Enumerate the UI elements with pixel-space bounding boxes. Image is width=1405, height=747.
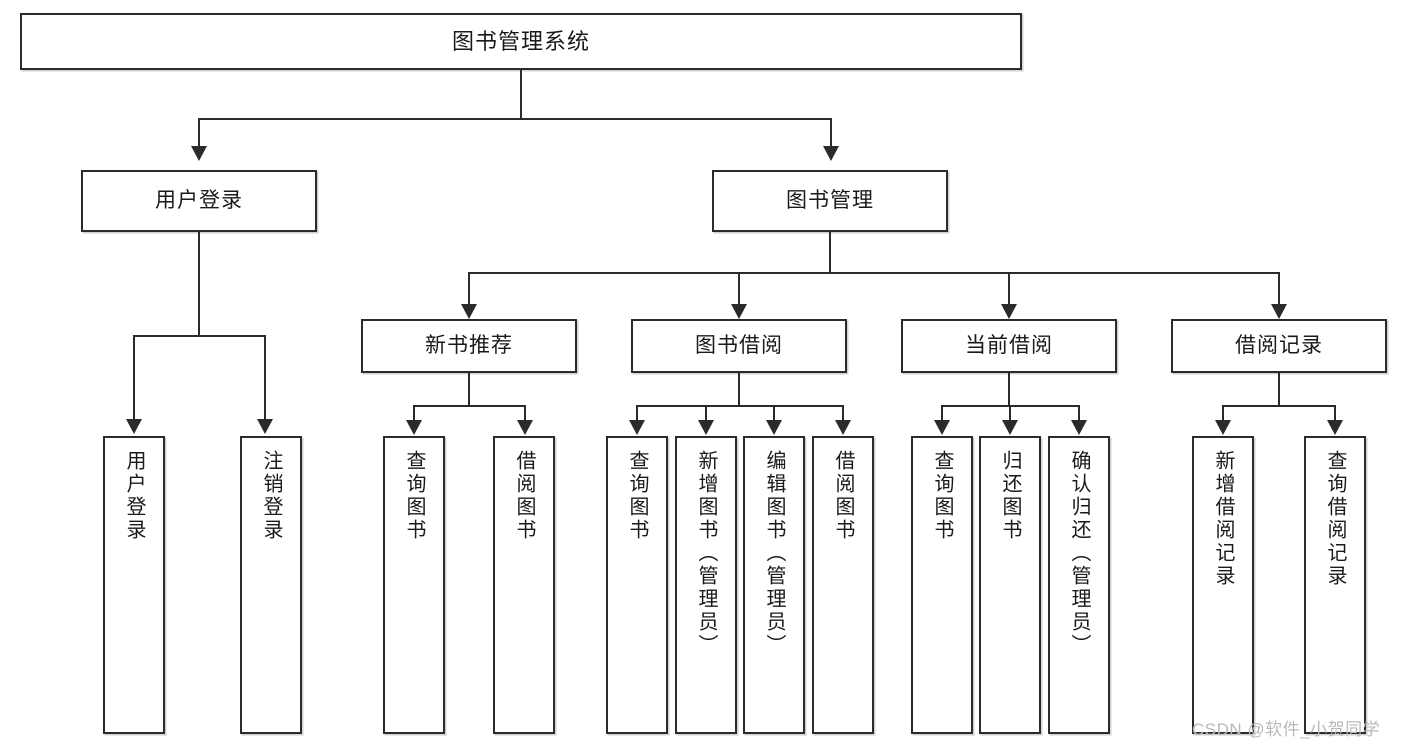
arrowhead-book-borrow-leaf-4 — [835, 420, 851, 435]
connector-borrow-record-leaf-2 — [1334, 405, 1336, 422]
leaf-return-book[interactable]: 归还图书 — [979, 436, 1041, 734]
connector-borrow-record-leaf-1 — [1222, 405, 1224, 422]
leaf-add-book-admin[interactable]: 新增图书（管理员） — [675, 436, 737, 734]
connector-book-borrow-leaf-3 — [773, 405, 775, 422]
arrowhead-current-borrow-leaf-1 — [934, 420, 950, 435]
node-label: 新增借阅记录 — [1212, 450, 1234, 588]
arrowhead-borrow-record-leaf-1 — [1215, 420, 1231, 435]
connector-new-book-stem — [468, 373, 470, 407]
node-label: 用户登录 — [155, 188, 243, 212]
connector-book-mgmt-to-new-book — [468, 272, 470, 306]
leaf-edit-book-admin[interactable]: 编辑图书（管理员） — [743, 436, 805, 734]
connector-book-mgmt-to-record — [1278, 272, 1280, 306]
node-label: 新书推荐 — [425, 333, 513, 357]
node-label: 查询图书 — [403, 450, 425, 542]
connector-book-mgmt-to-borrow — [738, 272, 740, 306]
leaf-borrow-book-recommend[interactable]: 借阅图书 — [493, 436, 555, 734]
connector-current-borrow-leaf-2 — [1009, 405, 1011, 422]
node-label: 查询图书 — [931, 450, 953, 542]
connector-root-bar — [198, 118, 832, 120]
node-label: 确认归还（管理员） — [1068, 450, 1090, 657]
connector-new-book-leaf-1 — [413, 405, 415, 422]
arrowhead-new-book-leaf-1 — [406, 420, 422, 435]
leaf-add-borrow-record[interactable]: 新增借阅记录 — [1192, 436, 1254, 734]
connector-user-login-leaf-2 — [264, 335, 266, 421]
arrowhead-current — [1001, 304, 1017, 319]
connector-user-login-leaf-1 — [133, 335, 135, 421]
node-label: 归还图书 — [999, 450, 1021, 542]
node-label: 查询图书 — [626, 450, 648, 542]
arrowhead-new-book — [461, 304, 477, 319]
node-label: 图书借阅 — [695, 333, 783, 357]
leaf-query-book-current[interactable]: 查询图书 — [911, 436, 973, 734]
node-label: 借阅图书 — [832, 450, 854, 542]
connector-borrow-record-stem — [1278, 373, 1280, 407]
connector-current-borrow-leaf-1 — [941, 405, 943, 422]
csdn-watermark: CSDN @软件_小贺同学 — [1192, 720, 1381, 739]
arrowhead-borrow — [731, 304, 747, 319]
connector-new-book-bar — [413, 405, 526, 407]
node-book-management[interactable]: 图书管理 — [712, 170, 948, 232]
connector-root-to-book-mgmt — [830, 118, 832, 148]
connector-book-mgmt-bar — [468, 272, 1280, 274]
leaf-confirm-return-admin[interactable]: 确认归还（管理员） — [1048, 436, 1110, 734]
connector-root-to-user-login — [198, 118, 200, 148]
node-current-borrow[interactable]: 当前借阅 — [901, 319, 1117, 373]
arrowhead-book-borrow-leaf-2 — [698, 420, 714, 435]
arrowhead-leaf-logout — [257, 419, 273, 434]
node-root-system[interactable]: 图书管理系统 — [20, 13, 1022, 70]
leaf-logout[interactable]: 注销登录 — [240, 436, 302, 734]
arrowhead-current-borrow-leaf-2 — [1002, 420, 1018, 435]
node-label: 当前借阅 — [965, 333, 1053, 357]
arrowhead-book-borrow-leaf-1 — [629, 420, 645, 435]
leaf-query-borrow-record[interactable]: 查询借阅记录 — [1304, 436, 1366, 734]
node-label: 用户登录 — [123, 450, 145, 542]
connector-book-borrow-leaf-1 — [636, 405, 638, 422]
leaf-borrow-book[interactable]: 借阅图书 — [812, 436, 874, 734]
node-borrow-record[interactable]: 借阅记录 — [1171, 319, 1387, 373]
node-label: 查询借阅记录 — [1324, 450, 1346, 588]
connector-book-borrow-leaf-4 — [842, 405, 844, 422]
arrowhead-borrow-record-leaf-2 — [1327, 420, 1343, 435]
connector-user-login-bar — [133, 335, 266, 337]
arrowhead-current-borrow-leaf-3 — [1071, 420, 1087, 435]
node-label: 借阅记录 — [1235, 333, 1323, 357]
connector-current-borrow-stem — [1008, 373, 1010, 407]
leaf-query-book-borrow[interactable]: 查询图书 — [606, 436, 668, 734]
connector-book-mgmt-to-current — [1008, 272, 1010, 306]
arrowhead-record — [1271, 304, 1287, 319]
connector-user-login-stem — [198, 232, 200, 336]
arrowhead-new-book-leaf-2 — [517, 420, 533, 435]
connector-book-mgmt-stem — [829, 232, 831, 274]
arrowhead-book-mgmt — [823, 146, 839, 161]
connector-book-borrow-stem — [738, 373, 740, 407]
connector-new-book-leaf-2 — [524, 405, 526, 422]
connector-current-borrow-leaf-3 — [1078, 405, 1080, 422]
node-user-login[interactable]: 用户登录 — [81, 170, 317, 232]
node-new-book-recommend[interactable]: 新书推荐 — [361, 319, 577, 373]
connector-book-borrow-bar — [636, 405, 844, 407]
node-label: 借阅图书 — [513, 450, 535, 542]
node-book-borrow[interactable]: 图书借阅 — [631, 319, 847, 373]
node-label: 图书管理系统 — [451, 28, 590, 54]
arrowhead-book-borrow-leaf-3 — [766, 420, 782, 435]
leaf-query-book-recommend[interactable]: 查询图书 — [383, 436, 445, 734]
connector-borrow-record-bar — [1222, 405, 1336, 407]
node-label: 图书管理 — [786, 188, 874, 212]
node-label: 编辑图书（管理员） — [763, 450, 785, 657]
node-label: 新增图书（管理员） — [695, 450, 717, 657]
connector-root-stem — [520, 70, 522, 119]
arrowhead-user-login — [191, 146, 207, 161]
leaf-user-login[interactable]: 用户登录 — [103, 436, 165, 734]
connector-book-borrow-leaf-2 — [705, 405, 707, 422]
node-label: 注销登录 — [260, 450, 282, 542]
arrowhead-leaf-user-login — [126, 419, 142, 434]
